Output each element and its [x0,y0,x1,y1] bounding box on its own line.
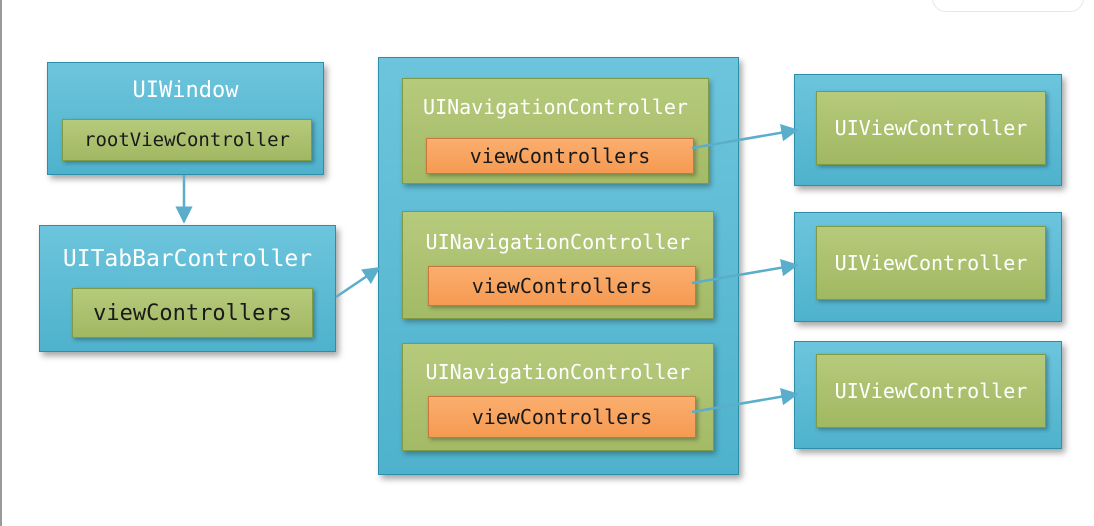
view-controller-3-box: UIViewController [794,341,1062,449]
arrow-navigation-1-to-view-controller-1 [691,124,799,150]
view-controller-1-title: UIViewController [834,116,1028,140]
view-controller-3-title: UIViewController [834,379,1028,403]
navigation-controllers-container: UINavigationController viewControllers U… [378,57,739,475]
navigation-controller-3-view-controllers-label: viewControllers [471,405,653,429]
view-controller-2-title: UIViewController [834,251,1028,275]
uitabbarcontroller-title: UITabBarController [62,246,313,272]
root-view-controller-property: rootViewController [62,119,312,161]
tabbar-view-controllers-property: viewControllers [72,288,313,338]
arrow-tabbar-to-navigation [335,266,381,299]
navigation-controller-1-view-controllers: viewControllers [426,138,694,174]
uiwindow-title: UIWindow [132,78,239,103]
navigation-controller-2-view-controllers: viewControllers [428,266,696,306]
navigation-controller-2-title: UINavigationController [425,230,691,254]
navigation-controller-3-view-controllers: viewControllers [428,396,696,438]
navigation-controller-3: UINavigationController viewControllers [402,343,714,451]
arrow-navigation-3-to-view-controller-3 [691,388,799,414]
navigation-controller-2-view-controllers-label: viewControllers [471,274,653,298]
arrow-navigation-2-to-view-controller-2 [691,259,799,285]
view-controller-1: UIViewController [816,91,1046,165]
uitabbarcontroller-box: UITabBarController viewControllers [39,225,336,352]
view-controller-3: UIViewController [816,354,1046,428]
navigation-controller-1-view-controllers-label: viewControllers [469,144,651,168]
root-view-controller-label: rootViewController [84,129,290,151]
uiwindow-box: UIWindow rootViewController [47,62,324,175]
navigation-controller-2: UINavigationController viewControllers [402,211,714,319]
left-edge-divider [0,0,2,526]
tabbar-view-controllers-label: viewControllers [93,300,292,326]
view-controller-2-box: UIViewController [794,212,1062,322]
navigation-controller-1: UINavigationController viewControllers [402,78,709,184]
view-controller-2: UIViewController [816,226,1046,300]
navigation-controller-3-title: UINavigationController [425,360,691,384]
navigation-controller-1-title: UINavigationController [423,95,688,119]
